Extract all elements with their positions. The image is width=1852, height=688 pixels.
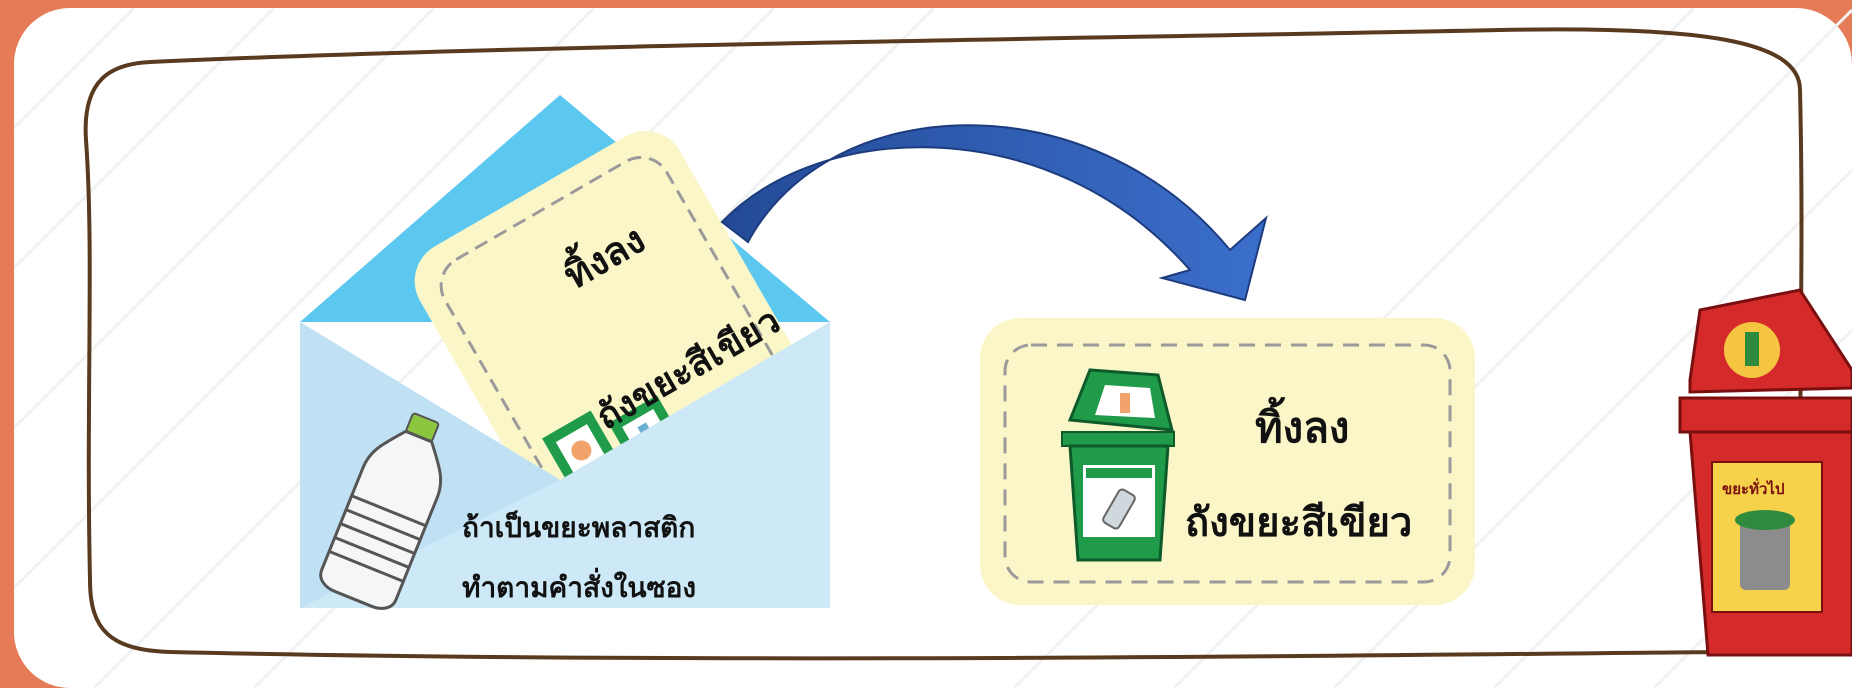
red-bin-label: ขยะทั่วไป (1722, 477, 1784, 501)
